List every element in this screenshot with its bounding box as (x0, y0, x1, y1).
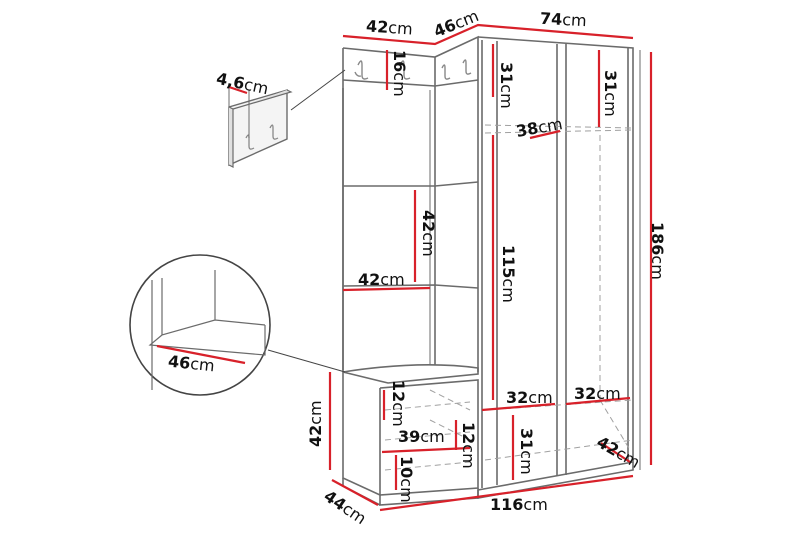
dim-hanging-height: 115cm (499, 245, 518, 303)
dim-drawer-right-width: 32cm (574, 384, 621, 403)
dim-top-left-width: 42cm (365, 16, 414, 39)
dim-bench-drawer-bottom: 10cm (397, 456, 416, 503)
dimension-lines (156, 23, 653, 512)
seat-detail-circle (129, 254, 346, 396)
dim-seat-detail-width: 46cm (167, 351, 216, 376)
dim-panel-height: 42cm (419, 210, 438, 257)
dim-bench-drawer-mid: 12cm (459, 422, 478, 469)
dim-hook-panel-height: 16cm (390, 50, 409, 97)
dim-left-top-shelf: 31cm (497, 62, 516, 109)
dim-bench-height: 42cm (306, 400, 325, 447)
hooks (354, 59, 472, 80)
dim-total-height: 186cm (648, 222, 667, 280)
dim-bench-drawer-top: 12cm (389, 380, 408, 427)
dim-drawer-height: 31cm (517, 428, 536, 475)
dim-right-top-shelf: 31cm (601, 70, 620, 117)
dim-drawer-left-width: 32cm (506, 388, 553, 407)
dim-top-right-width: 74cm (539, 8, 588, 31)
dim-bench-inner-width: 39cm (398, 427, 445, 446)
dim-panel-width: 42cm (358, 270, 405, 289)
hook-panel-detail (228, 69, 346, 168)
dim-total-width: 116cm (490, 495, 548, 514)
